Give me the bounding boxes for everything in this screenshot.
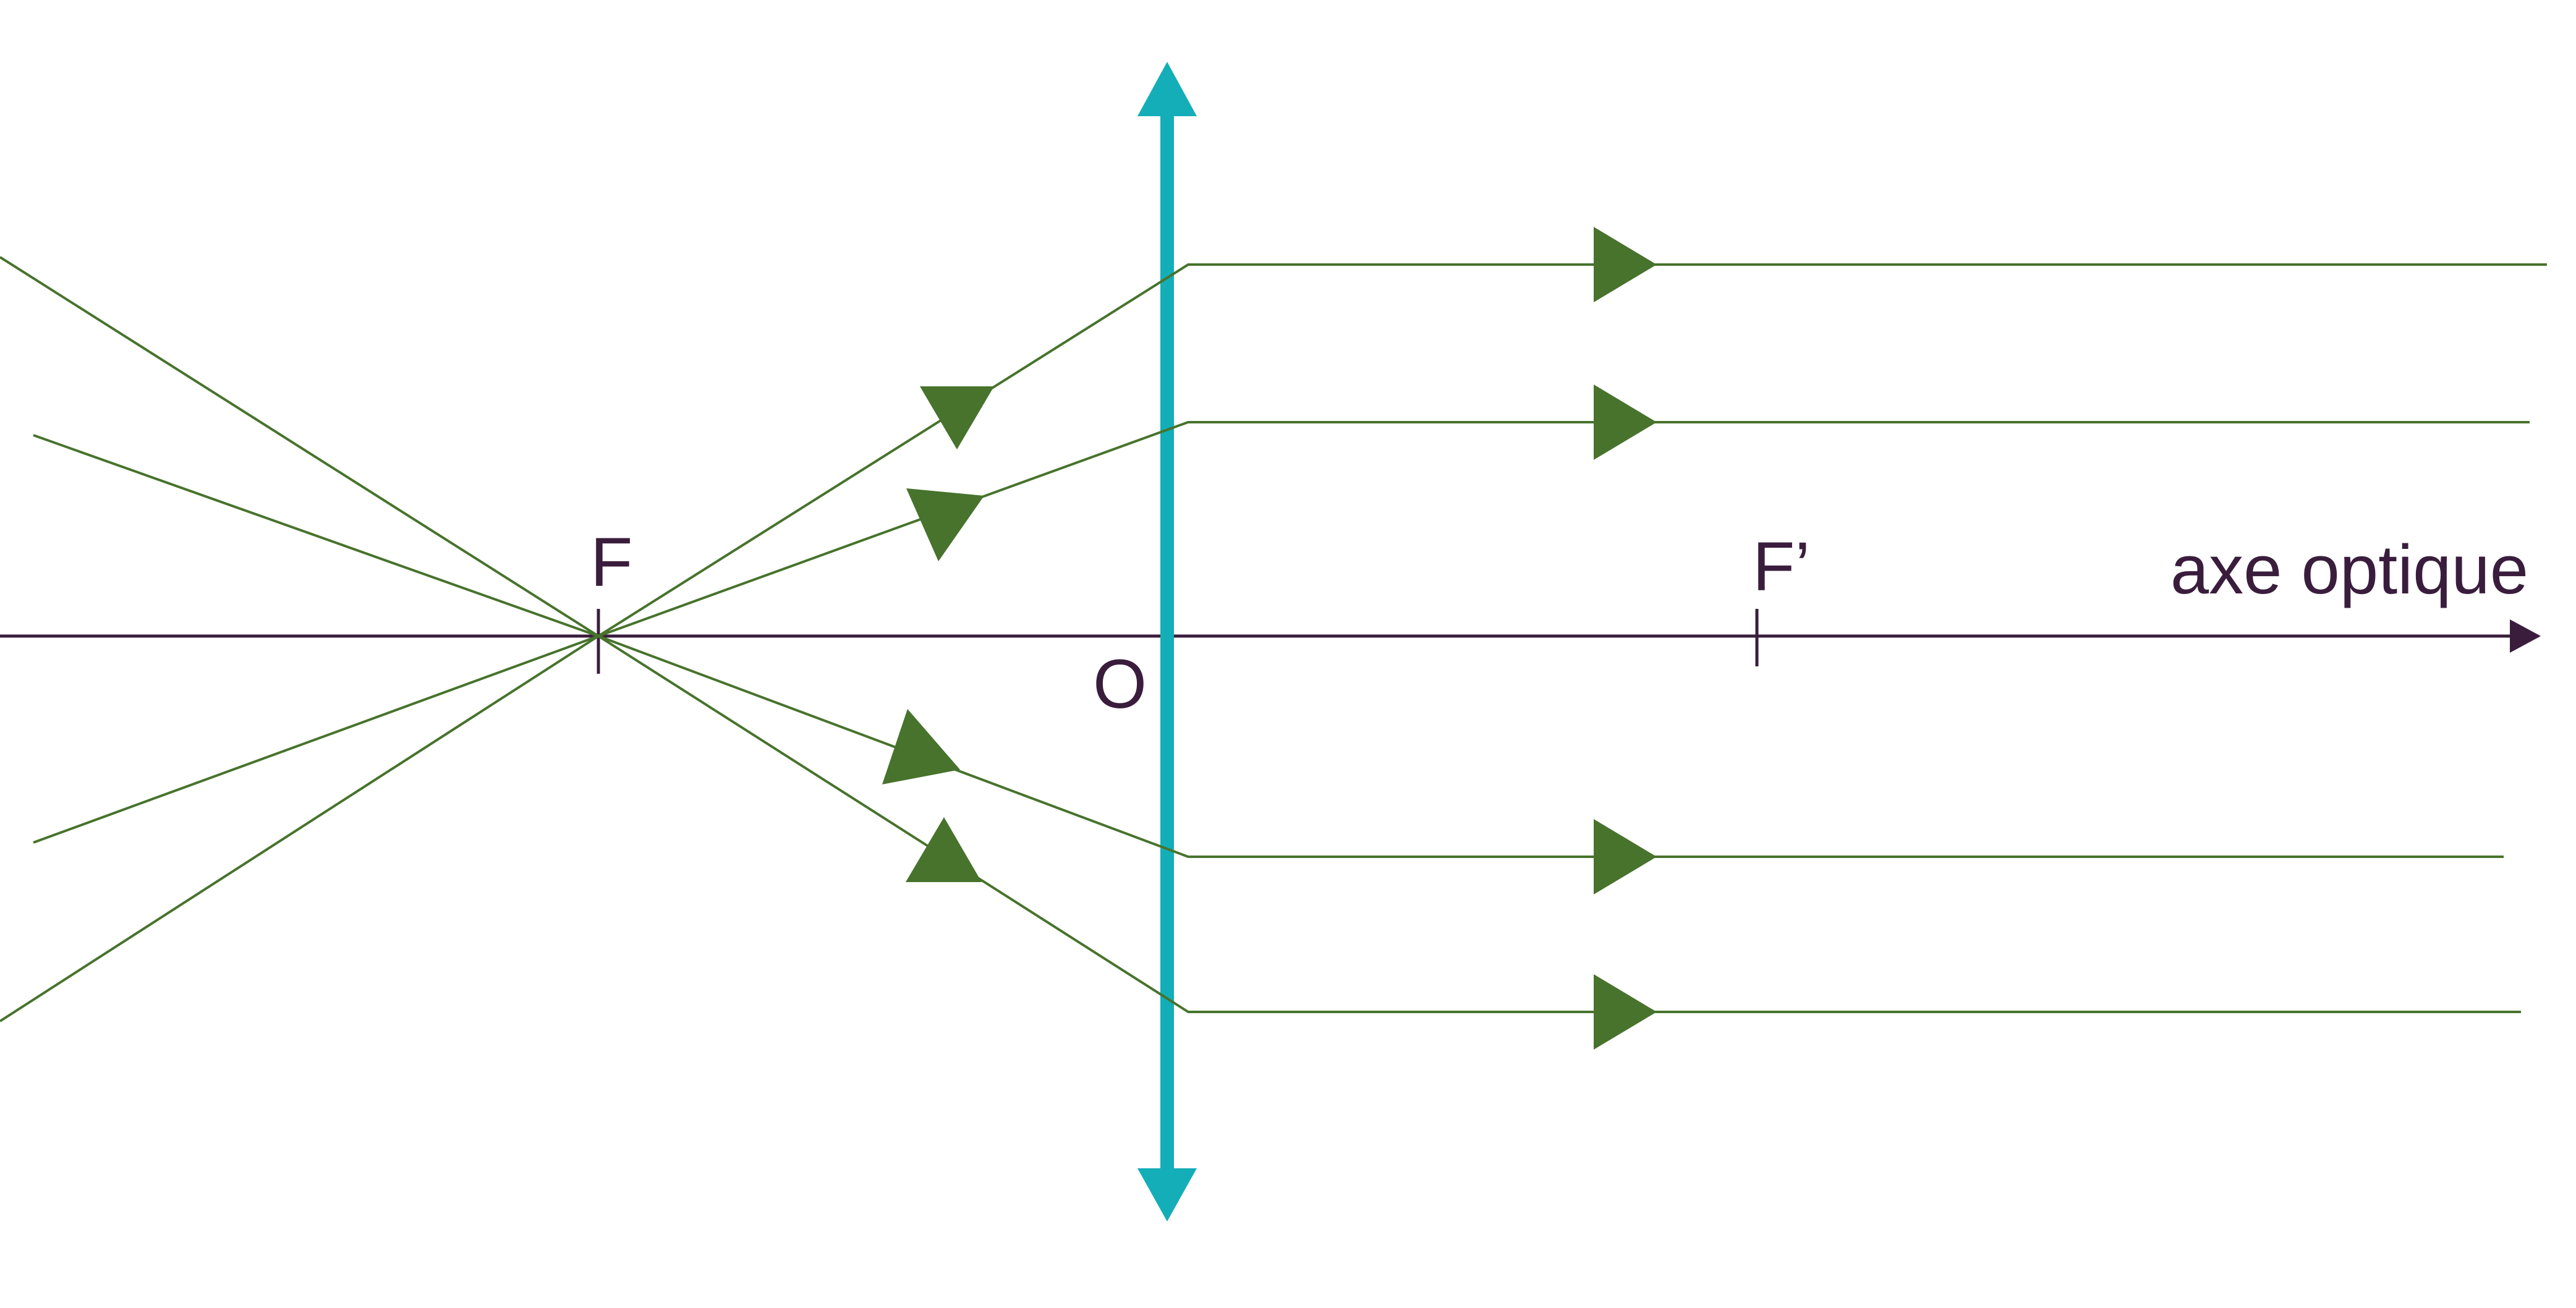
ray-3 [33, 634, 2504, 858]
ray-1-incident-arrow-icon [920, 386, 994, 449]
ray-arrowheads [882, 227, 1657, 1050]
light-rays [0, 256, 2547, 1022]
ray-2 [33, 421, 2530, 638]
ray-3-incident-arrow-icon [882, 709, 960, 784]
label-focal-image: F’ [1753, 528, 1810, 605]
ray-4 [0, 634, 2521, 1022]
ray-4-incident-arrow-icon [906, 817, 982, 882]
ray-2-incident-arrow-icon [906, 488, 984, 561]
ray-1 [0, 256, 2547, 638]
lens-bottom-arrow-icon [1137, 1168, 1197, 1221]
ray-2-emergent-arrow-icon [1594, 384, 1657, 460]
ray-3-emergent-arrow-icon [1594, 819, 1657, 894]
lens-top-arrow-icon [1137, 62, 1197, 116]
ray-1-emergent-arrow-icon [1594, 227, 1657, 302]
label-focal-object: F [590, 524, 632, 601]
converging-lens [1137, 62, 1197, 1221]
label-optical-axis: axe optique [2170, 531, 2528, 608]
label-center: O [1093, 645, 1147, 723]
optical-axis [0, 619, 2541, 653]
ray-4-emergent-arrow-icon [1594, 974, 1657, 1050]
optical-axis-arrow-icon [2510, 619, 2541, 653]
